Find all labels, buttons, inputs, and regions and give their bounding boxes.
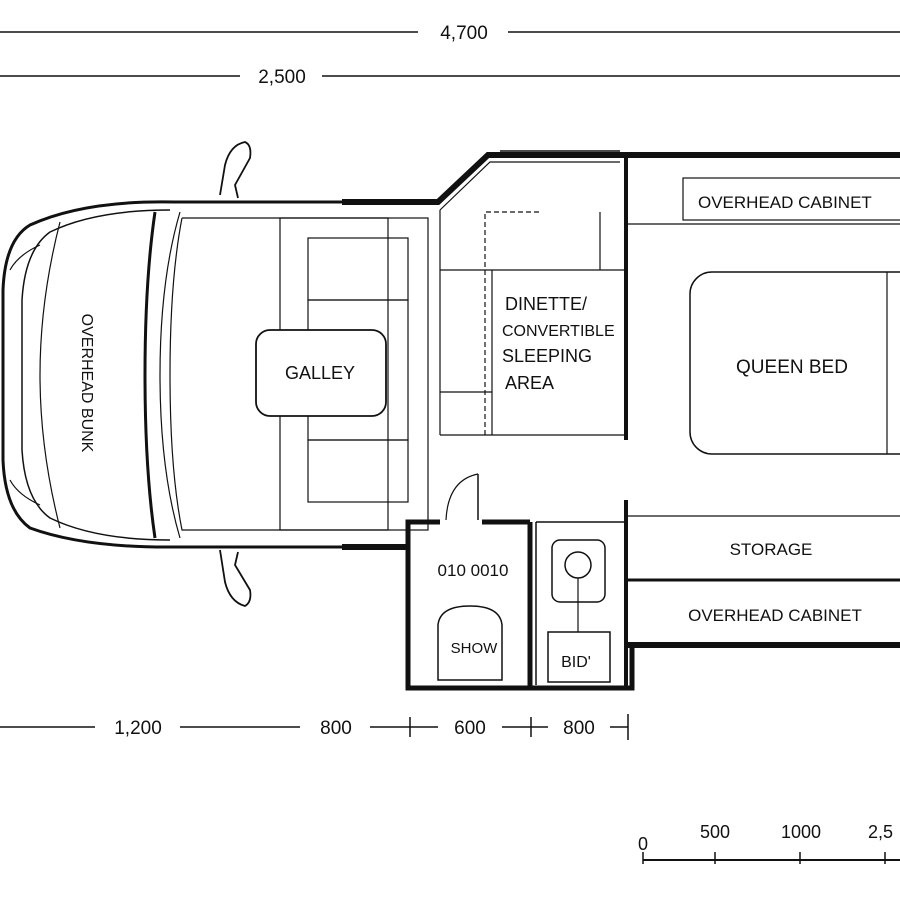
dimension-overall-label: 4,700: [440, 23, 488, 44]
overhead-bunk-label: OVERHEAD BUNK: [78, 314, 95, 453]
overhead-cabinet-bottom-label: OVERHEAD CABINET: [688, 606, 862, 625]
scale-bar: 0 500 1000 2,5: [638, 822, 900, 864]
queen-bed-label: QUEEN BED: [736, 357, 848, 378]
dimension-bottom-1: 1,200: [114, 718, 162, 739]
galley-area: GALLEY: [255, 217, 429, 531]
dimension-bottom-4: 800: [563, 718, 595, 739]
bedroom-area: OVERHEAD CABINET QUEEN BED STORAGE OVERH…: [626, 177, 900, 625]
dinette-label-line3: SLEEPING: [502, 346, 592, 366]
coach-walls: [435, 150, 900, 690]
dimension-bottom-3: 600: [454, 718, 486, 739]
dimension-overall: 4,700: [0, 23, 900, 44]
dimension-cab-section: 2,500: [0, 67, 900, 88]
dinette-label-line4: AREA: [505, 373, 554, 393]
bath-fixture-label: 010 0010: [438, 561, 509, 580]
dimension-bottom-2: 800: [320, 718, 352, 739]
dimension-bottom: 1,200 800 600 800: [0, 714, 629, 740]
bidet-label: BID': [561, 654, 591, 671]
dinette-area: DINETTE/ CONVERTIBLE SLEEPING AREA: [440, 211, 626, 436]
scale-tick-500: 500: [700, 822, 730, 842]
bathroom-area: 010 0010 SHOW BID': [405, 519, 635, 691]
dinette-label-line2: CONVERTIBLE: [502, 323, 615, 340]
galley-label: GALLEY: [285, 363, 355, 383]
entry-door: [445, 473, 479, 521]
dinette-label-line1: DINETTE/: [505, 294, 587, 314]
vehicle-cab: OVERHEAD BUNK: [1, 141, 435, 607]
shower-label: SHOW: [451, 640, 499, 657]
storage-label: STORAGE: [730, 540, 813, 559]
scale-tick-1000: 1000: [781, 822, 821, 842]
scale-tick-0: 0: [638, 834, 648, 854]
overhead-cabinet-top-label: OVERHEAD CABINET: [698, 193, 872, 212]
dimension-cab-section-label: 2,500: [258, 67, 306, 88]
scale-tick-2500: 2,5: [868, 822, 893, 842]
